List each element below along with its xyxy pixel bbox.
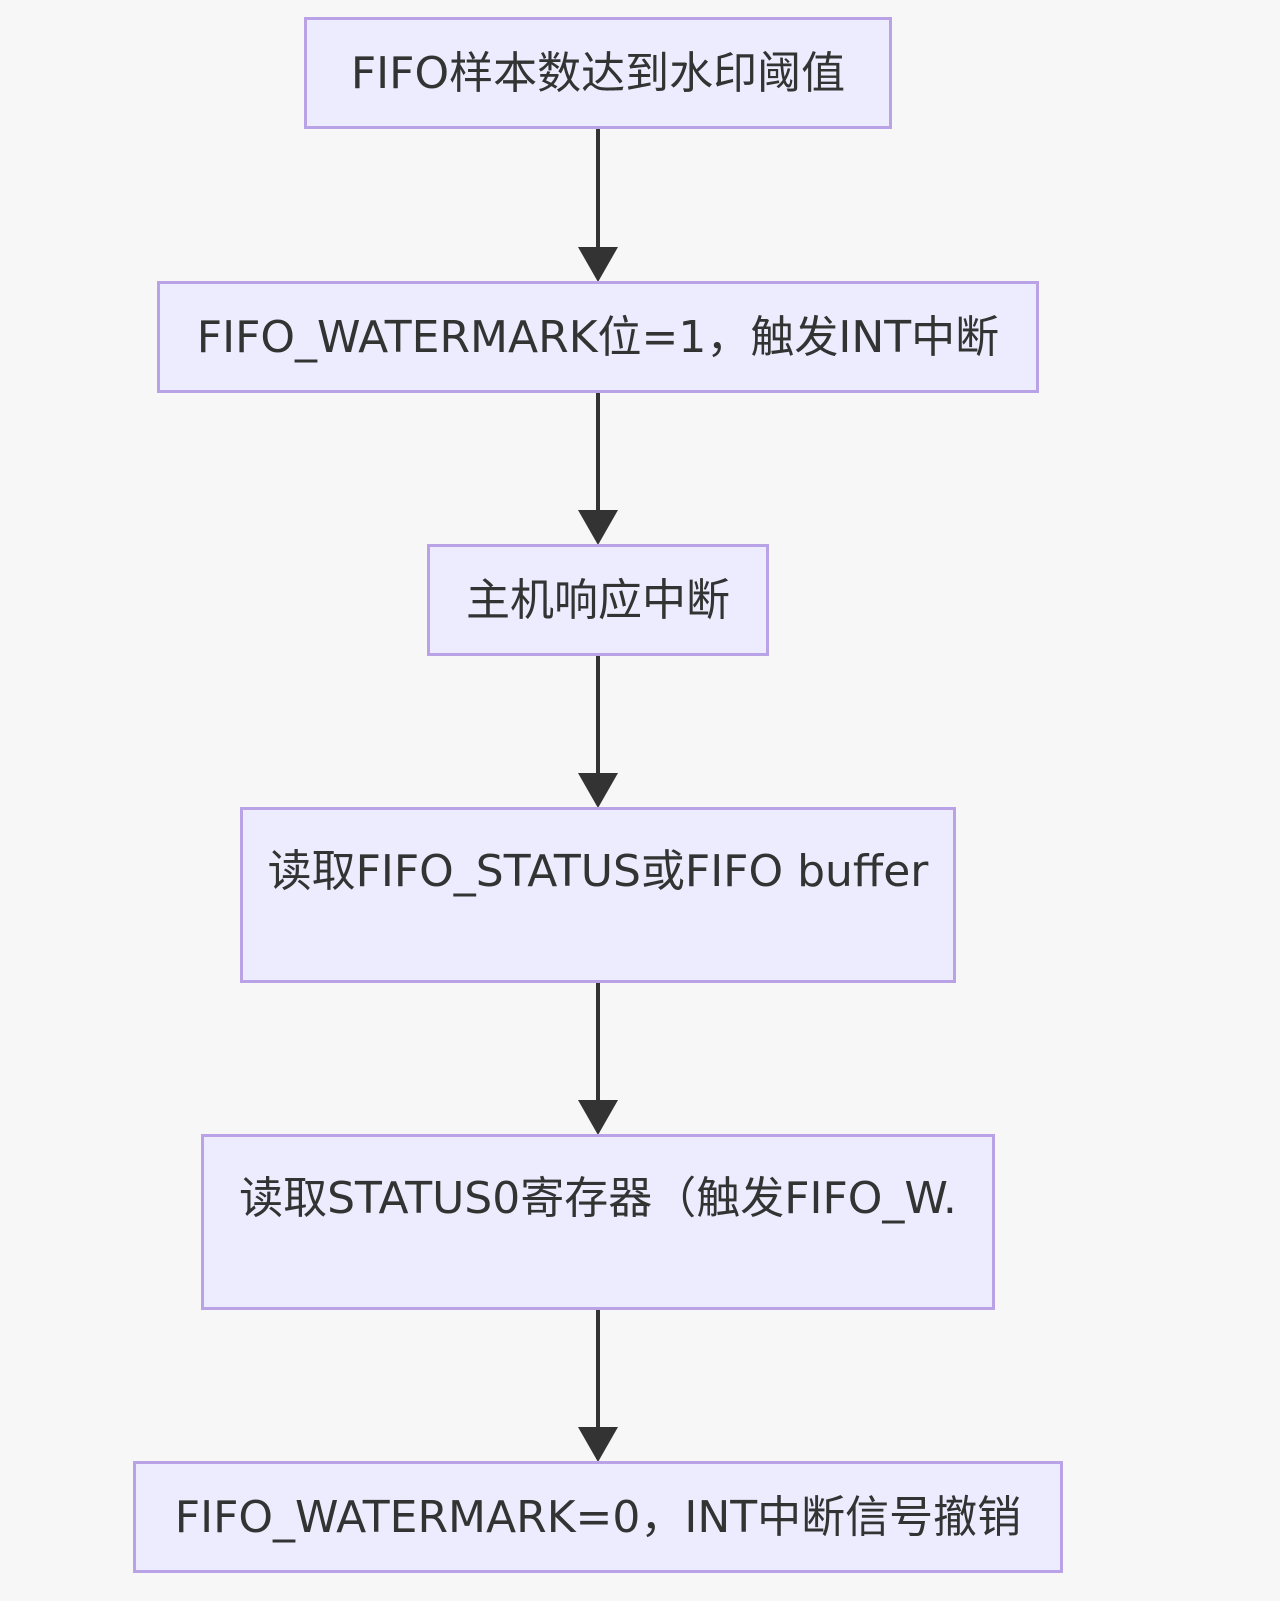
flow-node-watermark-reached: FIFO样本数达到水印阈值 (304, 17, 892, 129)
flow-node-label: 主机响应中断 (466, 575, 730, 626)
edge-n3-n4 (578, 656, 618, 808)
flow-node-label: FIFO_WATERMARK位=1，触发INT中断 (196, 312, 1000, 363)
flow-node-label: 读取STATUS0寄存器（触发FIFO_W. (239, 1173, 957, 1224)
edge-n1-n2 (578, 129, 618, 282)
flow-node-host-responds: 主机响应中断 (427, 544, 769, 656)
flow-node-label: FIFO样本数达到水印阈值 (350, 48, 846, 99)
edge-n5-n6 (578, 1310, 618, 1462)
flow-node-read-fifo-status: 读取FIFO_STATUS或FIFO buffer (240, 807, 956, 983)
edge-n2-n3 (578, 393, 618, 545)
edge-n4-n5 (578, 983, 618, 1135)
flow-node-watermark-bit-set: FIFO_WATERMARK位=1，触发INT中断 (157, 281, 1039, 393)
flow-node-label: FIFO_WATERMARK=0，INT中断信号撤销 (174, 1492, 1022, 1543)
flow-node-label: 读取FIFO_STATUS或FIFO buffer (267, 846, 929, 897)
flow-node-interrupt-cleared: FIFO_WATERMARK=0，INT中断信号撤销 (133, 1461, 1063, 1573)
arrowhead-icon (578, 247, 618, 282)
arrowhead-icon (578, 510, 618, 545)
flow-node-read-status0: 读取STATUS0寄存器（触发FIFO_W. (201, 1134, 995, 1310)
arrowhead-icon (578, 1427, 618, 1462)
arrowhead-icon (578, 1100, 618, 1135)
arrowhead-icon (578, 773, 618, 808)
